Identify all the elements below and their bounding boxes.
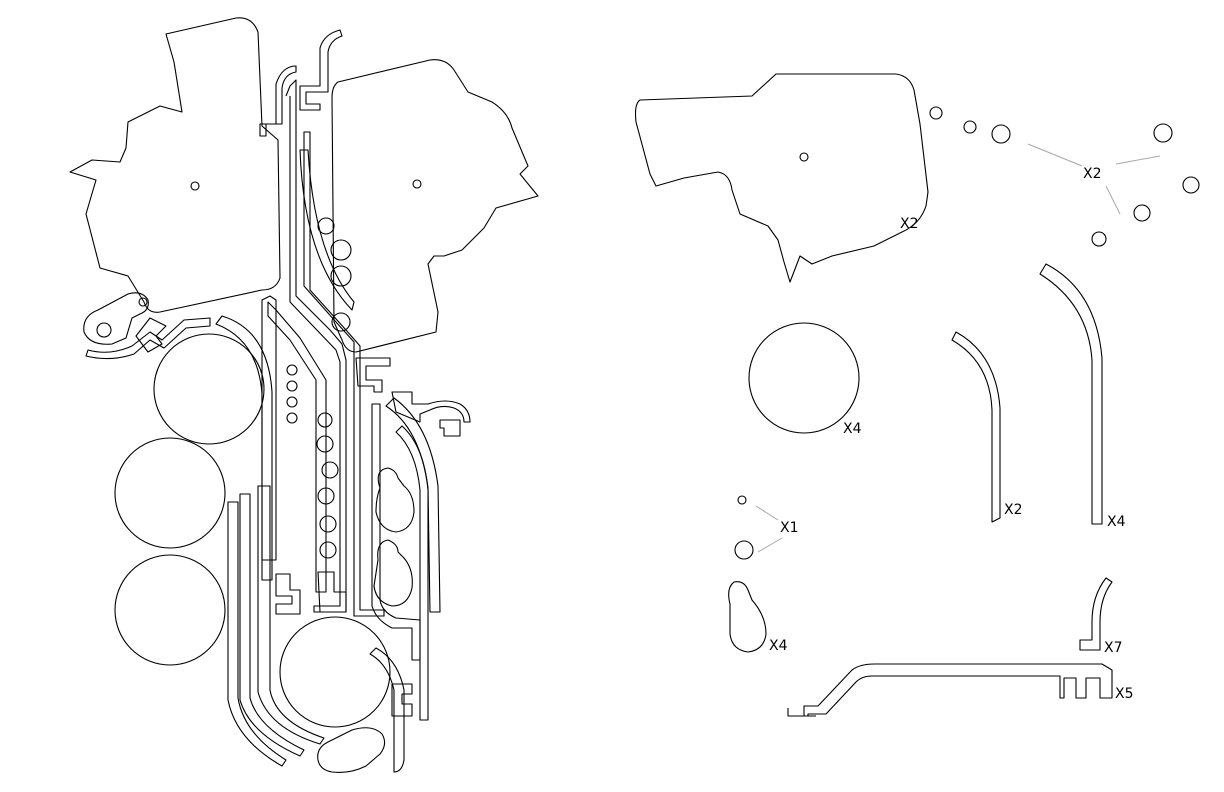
roller [317, 217, 335, 235]
assembly-guide-strip [257, 485, 325, 745]
assembly-drum [114, 554, 226, 666]
exploded-view: X2 X2 X4 X2 X4 X1 X4 X7 [634, 73, 1200, 717]
label-drum: X4 [843, 421, 862, 437]
assembly-right-body-plate [331, 59, 539, 353]
boss [929, 106, 943, 120]
assembly-small-clip [439, 419, 461, 437]
leader-bosses [1027, 143, 1161, 215]
assembly-latch-hole [96, 322, 112, 338]
assembly-top-hook [299, 29, 343, 111]
label-pins: X1 [780, 520, 799, 536]
assembly-right-pivot-hole [412, 179, 422, 189]
roller [319, 541, 337, 559]
part-body-plate [634, 73, 929, 283]
label-guide-long: X4 [1107, 514, 1126, 530]
roller [331, 312, 351, 332]
assembly-drum [114, 437, 226, 549]
assembly-drum [153, 333, 265, 445]
roller [286, 380, 298, 392]
part-pin-large [734, 540, 754, 560]
roller [319, 515, 337, 533]
label-bracket: X5 [1115, 686, 1134, 702]
boss [991, 124, 1011, 144]
assembly-channel-curve [299, 149, 355, 311]
part-bracket-base [787, 708, 816, 717]
assembly-latch-lever [83, 292, 149, 345]
assembly-guide-strip [239, 493, 305, 757]
assembly-bracket-top [355, 357, 391, 393]
roller [330, 239, 352, 261]
part-body-plate-hole [799, 152, 809, 162]
part-bosses [929, 106, 1200, 247]
assembly-right-curved-rail [385, 397, 441, 613]
part-hook [1079, 577, 1113, 651]
label-cam: X4 [769, 638, 788, 654]
boss [1091, 231, 1107, 247]
roller [316, 435, 334, 453]
roller [330, 265, 352, 287]
assembly-kidney-cam [317, 727, 386, 773]
roller [286, 412, 298, 424]
roller [321, 461, 339, 479]
assembly-guide-strip [215, 315, 273, 581]
part-bracket [787, 663, 1113, 717]
assembly-lower-clip [391, 683, 413, 717]
label-bosses: X2 [1083, 166, 1102, 182]
assembly-kidney-cam [373, 539, 413, 607]
assembly-stair-block [317, 571, 347, 613]
label-hook: X7 [1104, 640, 1123, 656]
part-guide-long [1039, 263, 1103, 525]
assembly-latch-arm [85, 317, 211, 360]
roller [317, 487, 335, 505]
part-guide-short [951, 331, 1001, 523]
assembly-lower-curve [369, 647, 405, 773]
label-guide-short: X2 [1004, 502, 1023, 518]
boss [1133, 204, 1151, 222]
assembly-rollers [286, 217, 352, 559]
assembly-center-guide-strip [267, 301, 327, 593]
boss [963, 120, 977, 134]
assembly-right-curved-rail [395, 425, 429, 721]
assembly-latch-hole [138, 297, 148, 307]
part-pin-small [737, 495, 747, 505]
roller [317, 412, 333, 428]
assembly-kidney-cam [375, 467, 415, 533]
assembly-left-guide-strip [261, 295, 277, 561]
assembly-guide-strip [227, 501, 287, 767]
label-body-plate: X2 [900, 216, 919, 232]
part-cam [728, 581, 767, 653]
boss [1153, 123, 1173, 143]
leader-pins [755, 505, 783, 553]
assembly-left-hook [259, 65, 297, 137]
assembly-stair-block [275, 573, 301, 615]
assembly-hook-right [391, 391, 471, 423]
assembly-left-pivot-hole [190, 181, 200, 191]
assembly-left-body-plate [69, 17, 281, 313]
assembly-latch-step [135, 317, 167, 353]
roller [286, 364, 298, 376]
assembled-view [69, 17, 539, 773]
boss [1182, 176, 1200, 194]
part-drum [748, 322, 860, 434]
roller [286, 396, 298, 408]
assembly-drum [279, 616, 391, 728]
